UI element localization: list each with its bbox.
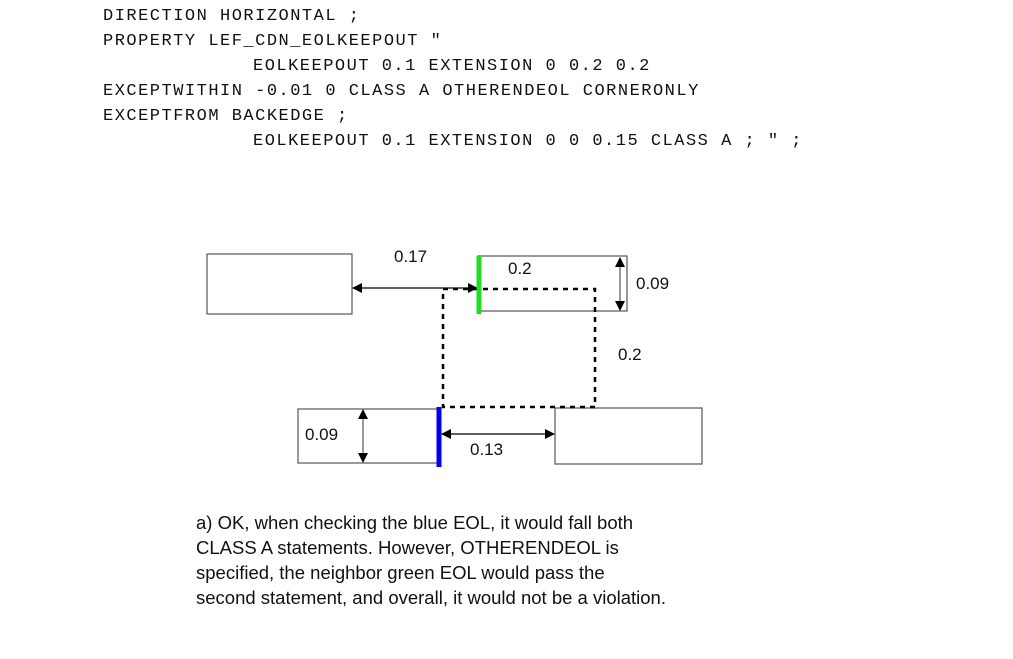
label-width-green: 0.09 xyxy=(636,274,669,293)
caption-line: a) OK, when checking the blue EOL, it wo… xyxy=(196,512,634,533)
caption-line: CLASS A statements. However, OTHERENDEOL… xyxy=(196,537,619,558)
label-extension-top: 0.2 xyxy=(508,259,532,278)
code-line: EOLKEEPOUT 0.1 EXTENSION 0 0 0.15 CLASS … xyxy=(253,132,803,151)
shape-top-right xyxy=(477,255,628,312)
label-spacing-bottom: 0.13 xyxy=(470,440,503,459)
label-width-blue: 0.09 xyxy=(305,425,338,444)
code-line: EXCEPTFROM BACKEDGE ; xyxy=(103,107,349,126)
code-line: DIRECTION HORIZONTAL ; xyxy=(103,7,361,26)
label-spacing-top: 0.17 xyxy=(394,247,427,266)
caption-line: second statement, and overall, it would … xyxy=(196,587,666,608)
label-extension-side: 0.2 xyxy=(618,345,642,364)
caption-line: specified, the neighbor green EOL would … xyxy=(196,562,605,583)
code-line: EXCEPTWITHIN -0.01 0 CLASS A OTHERENDEOL… xyxy=(103,82,700,101)
code-line: EOLKEEPOUT 0.1 EXTENSION 0 0.2 0.2 xyxy=(253,57,651,76)
keepout-region xyxy=(441,287,597,409)
shape-bottom-right xyxy=(554,407,703,465)
shape-top-left xyxy=(206,253,353,315)
code-line: PROPERTY LEF_CDN_EOLKEEPOUT " xyxy=(103,32,443,51)
